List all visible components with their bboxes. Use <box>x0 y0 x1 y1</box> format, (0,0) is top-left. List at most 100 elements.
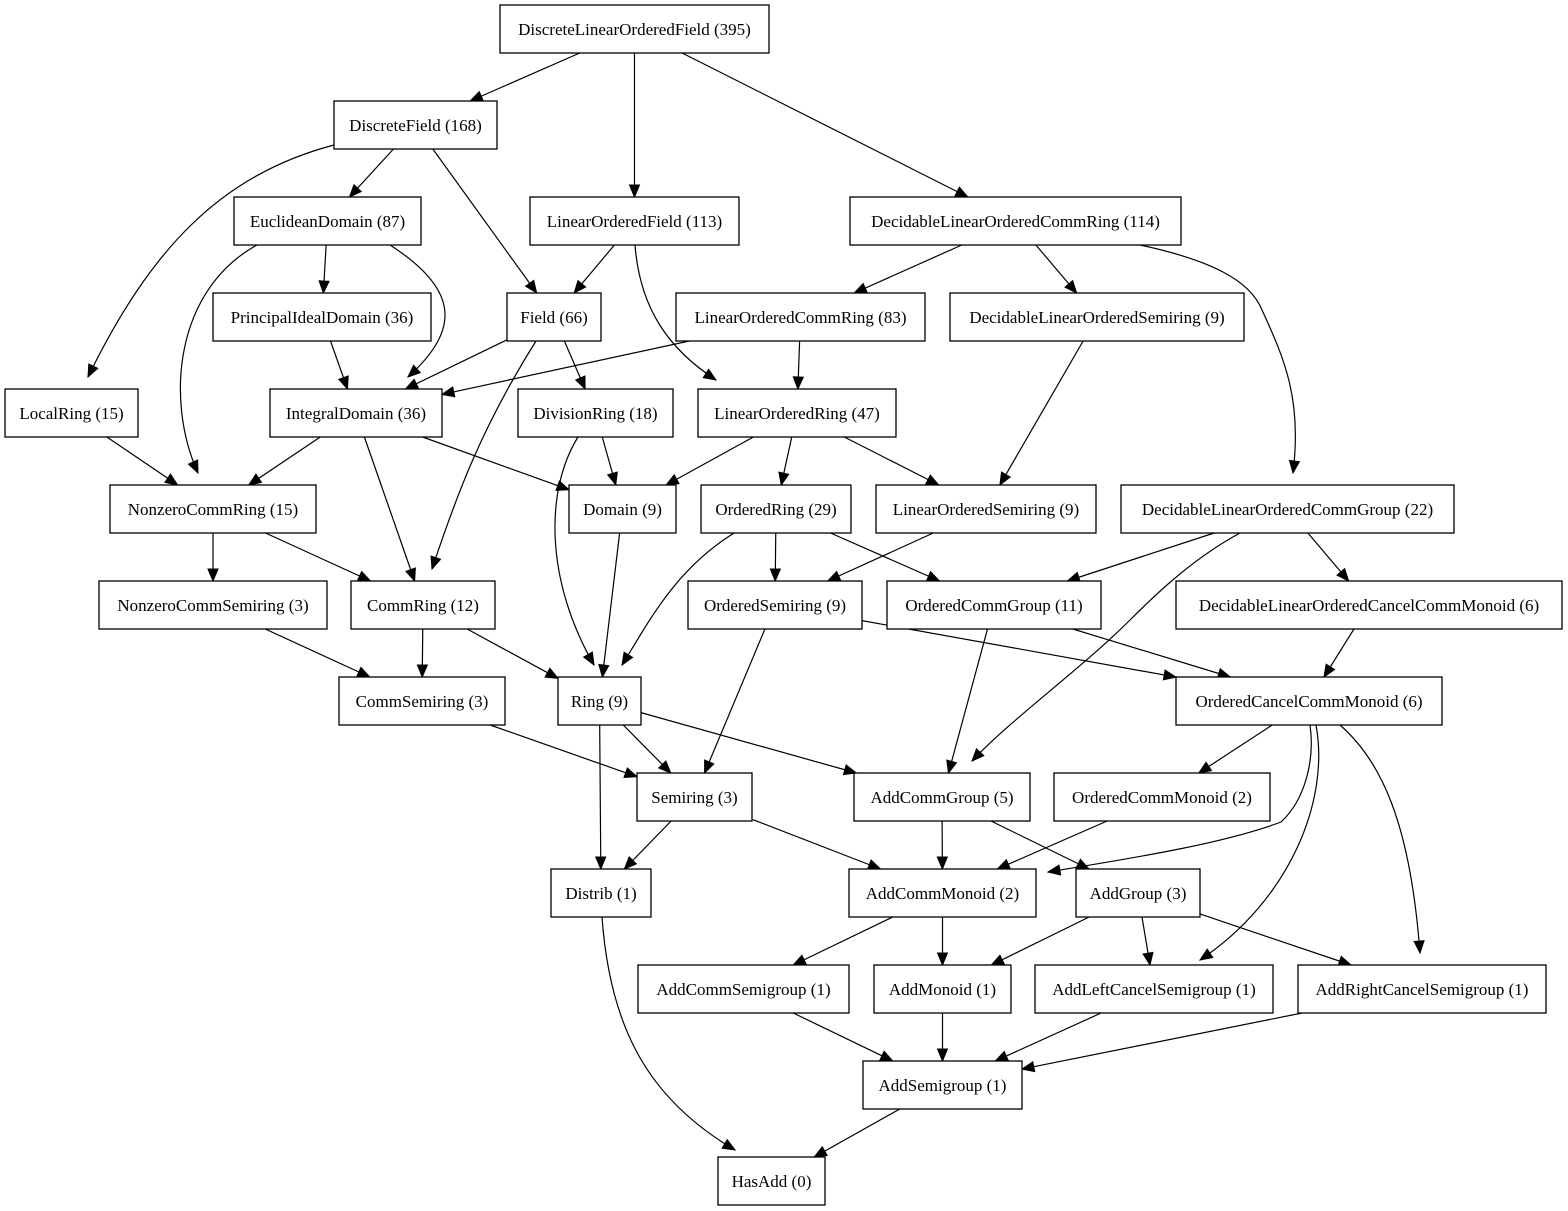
node-label: Semiring (3) <box>651 788 737 807</box>
edge-dr-to-ring <box>554 436 595 667</box>
arrowhead <box>1198 948 1214 961</box>
edge-alcs-to-as <box>994 1012 1102 1062</box>
edge-dom-to-ring <box>598 532 621 679</box>
edge-acg-to-acm <box>936 820 949 871</box>
node-box <box>886 580 1102 630</box>
node-distrib: Distrib (1) <box>550 868 652 918</box>
node-box <box>949 292 1245 342</box>
node-box <box>529 196 740 246</box>
arrowhead <box>778 471 790 487</box>
node-euclidean-domain: EuclideanDomain (87) <box>233 196 422 246</box>
arrowhead <box>430 555 442 571</box>
arrowhead <box>207 568 219 583</box>
arrowhead <box>621 651 634 667</box>
edge-ed-to-pid <box>318 244 330 295</box>
edge-id-to-dom <box>422 436 571 491</box>
arrowhead <box>469 90 485 102</box>
edges-layer <box>87 52 1425 1158</box>
edge-ncs-to-cs <box>264 628 371 678</box>
edge-semi-to-acm <box>751 818 882 870</box>
node-box <box>700 484 852 534</box>
arrowhead <box>664 473 680 486</box>
arrowhead <box>936 952 949 967</box>
arrowhead <box>573 279 587 294</box>
node-local-ring: LocalRing (15) <box>4 388 139 438</box>
node-label: LinearOrderedCommRing (83) <box>695 308 907 327</box>
node-linear-ordered-ring: LinearOrderedRing (47) <box>697 388 897 438</box>
node-discrete-field: DiscreteField (168) <box>333 100 498 150</box>
node-label: AddCommGroup (5) <box>870 788 1013 807</box>
arrowhead <box>623 856 638 870</box>
node-add-semigroup: AddSemigroup (1) <box>862 1060 1023 1110</box>
edge-am-to-as <box>936 1013 949 1063</box>
edge-ocm-to-acm <box>996 820 1108 870</box>
arrowhead <box>842 764 858 776</box>
edge-dlocg-to-ocg <box>1066 532 1215 583</box>
arrowhead <box>544 667 560 680</box>
edge-acm-to-am <box>936 917 949 967</box>
node-label: DecidableLinearOrderedCommRing (114) <box>871 212 1160 231</box>
edge-pid-to-id <box>329 340 349 391</box>
node-label: AddCommSemigroup (1) <box>656 980 830 999</box>
node-label: DiscreteField (168) <box>349 116 482 135</box>
node-label: AddMonoid (1) <box>889 980 996 999</box>
edge-ring-to-acg <box>640 712 858 776</box>
edge-field-to-cr <box>430 340 537 571</box>
node-box <box>848 868 1037 918</box>
edge-lr-to-ncr <box>106 436 179 486</box>
node-label: HasAdd (0) <box>732 1172 812 1191</box>
node-nonzero-comm-semiring: NonzeroCommSemiring (3) <box>98 580 328 630</box>
node-linear-ordered-comm-ring: LinearOrderedCommRing (83) <box>675 292 926 342</box>
node-comm-ring: CommRing (12) <box>350 580 496 630</box>
node-decidable-linear-ordered-semiring: DecidableLinearOrderedSemiring (9) <box>949 292 1245 342</box>
edge-arcs-to-as <box>1020 1012 1303 1073</box>
arrowhead <box>721 1138 737 1151</box>
arrowhead <box>657 760 672 774</box>
arrowhead <box>990 954 1006 966</box>
edge-dlof-to-df <box>469 52 580 102</box>
node-box <box>1120 484 1455 534</box>
arrowhead <box>606 471 618 487</box>
node-label: CommRing (12) <box>367 596 479 615</box>
edge-dlocr-to-locr <box>853 244 962 294</box>
edge-dlos-to-los <box>999 340 1084 487</box>
node-label: OrderedCommGroup (11) <box>905 596 1082 615</box>
node-label: Ring (9) <box>571 692 628 711</box>
node-ordered-comm-monoid: OrderedCommMonoid (2) <box>1053 772 1271 822</box>
node-box <box>873 964 1012 1014</box>
arrowhead <box>404 378 420 390</box>
arrowhead <box>1288 459 1301 475</box>
node-semiring: Semiring (3) <box>636 772 753 822</box>
node-label: OrderedSemiring (9) <box>704 596 846 615</box>
arrowhead <box>866 859 882 870</box>
edge-df-to-lr <box>87 144 335 379</box>
node-discrete-linear-ordered-field: DiscreteLinearOrderedField (395) <box>499 4 770 54</box>
edge-occm-to-acm <box>1046 724 1312 876</box>
node-add-monoid: AddMonoid (1) <box>873 964 1012 1014</box>
node-box <box>636 772 753 822</box>
node-box <box>1034 964 1274 1014</box>
node-box <box>675 292 926 342</box>
edge-cr-to-ring <box>466 628 560 680</box>
node-add-comm-semigroup: AddCommSemigroup (1) <box>637 964 850 1014</box>
edge-id-to-ncr <box>247 436 321 486</box>
edge-ocg-to-occm <box>1072 628 1232 679</box>
node-label: DecidableLinearOrderedCommGroup (22) <box>1142 500 1433 519</box>
arrowhead <box>946 759 958 775</box>
node-label: DecidableLinearOrderedCancelCommMonoid (… <box>1199 596 1539 615</box>
arrowhead <box>1020 1060 1036 1073</box>
node-label: IntegralDomain (36) <box>286 404 426 423</box>
edge-ag-to-alcs <box>1141 916 1154 967</box>
edge-ocg-to-acg <box>946 628 989 775</box>
arrowhead <box>999 471 1012 487</box>
node-label: DiscreteLinearOrderedField (395) <box>518 20 751 39</box>
edge-los-to-os <box>826 532 934 582</box>
edge-dlof-to-lof <box>628 53 641 199</box>
node-box <box>4 388 139 438</box>
edge-ring-to-semi <box>622 724 672 774</box>
arrowhead <box>792 376 805 391</box>
arrowhead <box>826 570 842 582</box>
edge-occm-to-alcs <box>1198 724 1320 961</box>
node-decidable-linear-ordered-comm-ring: DecidableLinearOrderedCommRing (114) <box>849 196 1182 246</box>
edge-lor-to-or <box>778 436 793 487</box>
